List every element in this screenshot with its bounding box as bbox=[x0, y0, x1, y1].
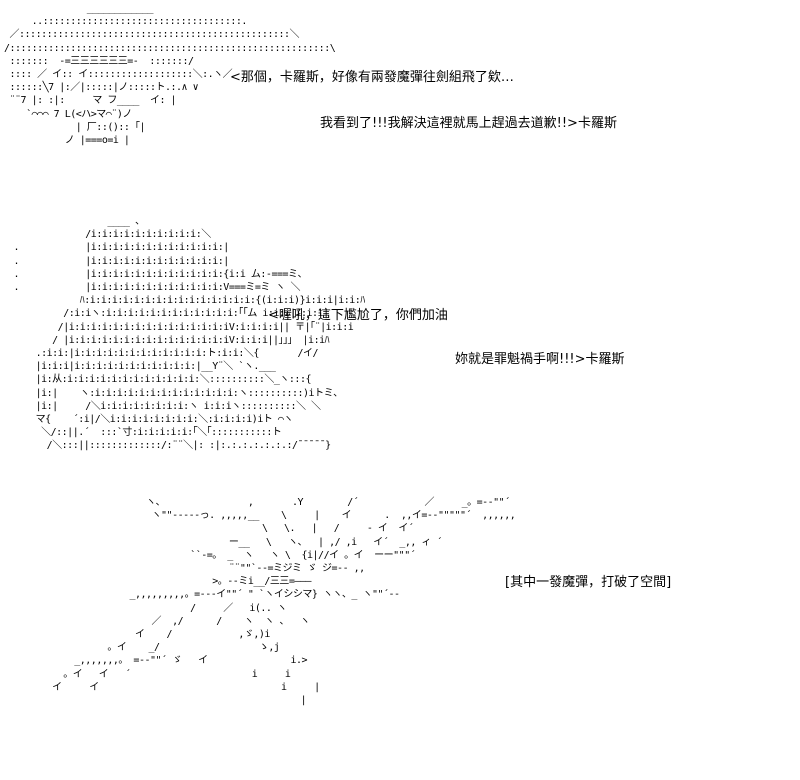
dialogue-top-line-1: <那個，卡羅斯，好像有兩發魔彈往劍組飛了欸… bbox=[230, 70, 514, 85]
ascii-art-space-break-effect: ヽ、 , .Y /´ ／ _。=--""´ ヽ""-----っ. ,,,,,__… bbox=[52, 497, 516, 707]
narration-bottom-line: [其中一發魔彈，打破了空間] bbox=[505, 575, 672, 590]
dialogue-middle-line-2: 妳就是罪魁禍手啊!!!>卡羅斯 bbox=[455, 352, 625, 367]
dialogue-top-line-2: 我看到了!!!我解決這裡就馬上趕過去道歉!!>卡羅斯 bbox=[320, 116, 617, 131]
ascii-art-character-top: ____________ ..:::::::::::::::::::::::::… bbox=[4, 3, 336, 147]
dialogue-middle-line-1: <喔吼，這下尷尬了，你們加油 bbox=[268, 308, 448, 323]
ascii-art-character-middle: ____ 、 /i:i:i:i:i:i:i:i:i:i:＼ . |i:i:i:i… bbox=[13, 216, 366, 452]
